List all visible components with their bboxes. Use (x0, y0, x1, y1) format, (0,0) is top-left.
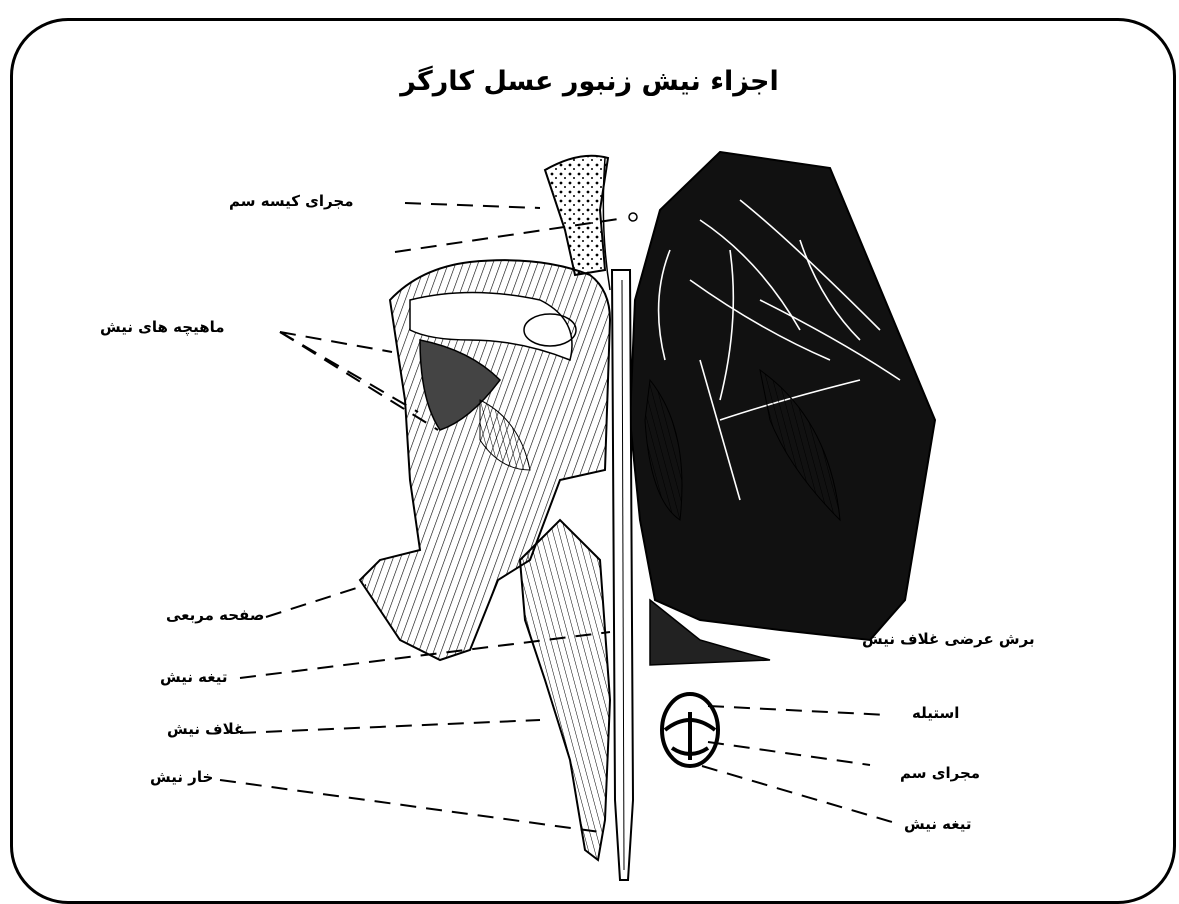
label-venom-canal: مجرای سم (900, 764, 980, 782)
venom-sac-region (630, 152, 935, 665)
label-lancet-cross-section: تیغه نیش (904, 815, 972, 833)
label-sting-sheath: غلاف نیش (167, 720, 244, 738)
label-sting-lancet: تیغه نیش (160, 668, 228, 686)
label-sting-barb: خار نیش (150, 768, 213, 786)
label-venom-sac-duct: مجرای کیسه سم (229, 192, 353, 210)
label-cross-section-title: برش عرضی غلاف نیش (862, 630, 1035, 648)
label-stylet: استیله (912, 704, 959, 722)
label-square-plate: صفحه مربعی (166, 606, 264, 624)
label-sting-muscles: ماهیچه های نیش (100, 318, 225, 336)
cross-section-figure (662, 694, 718, 766)
